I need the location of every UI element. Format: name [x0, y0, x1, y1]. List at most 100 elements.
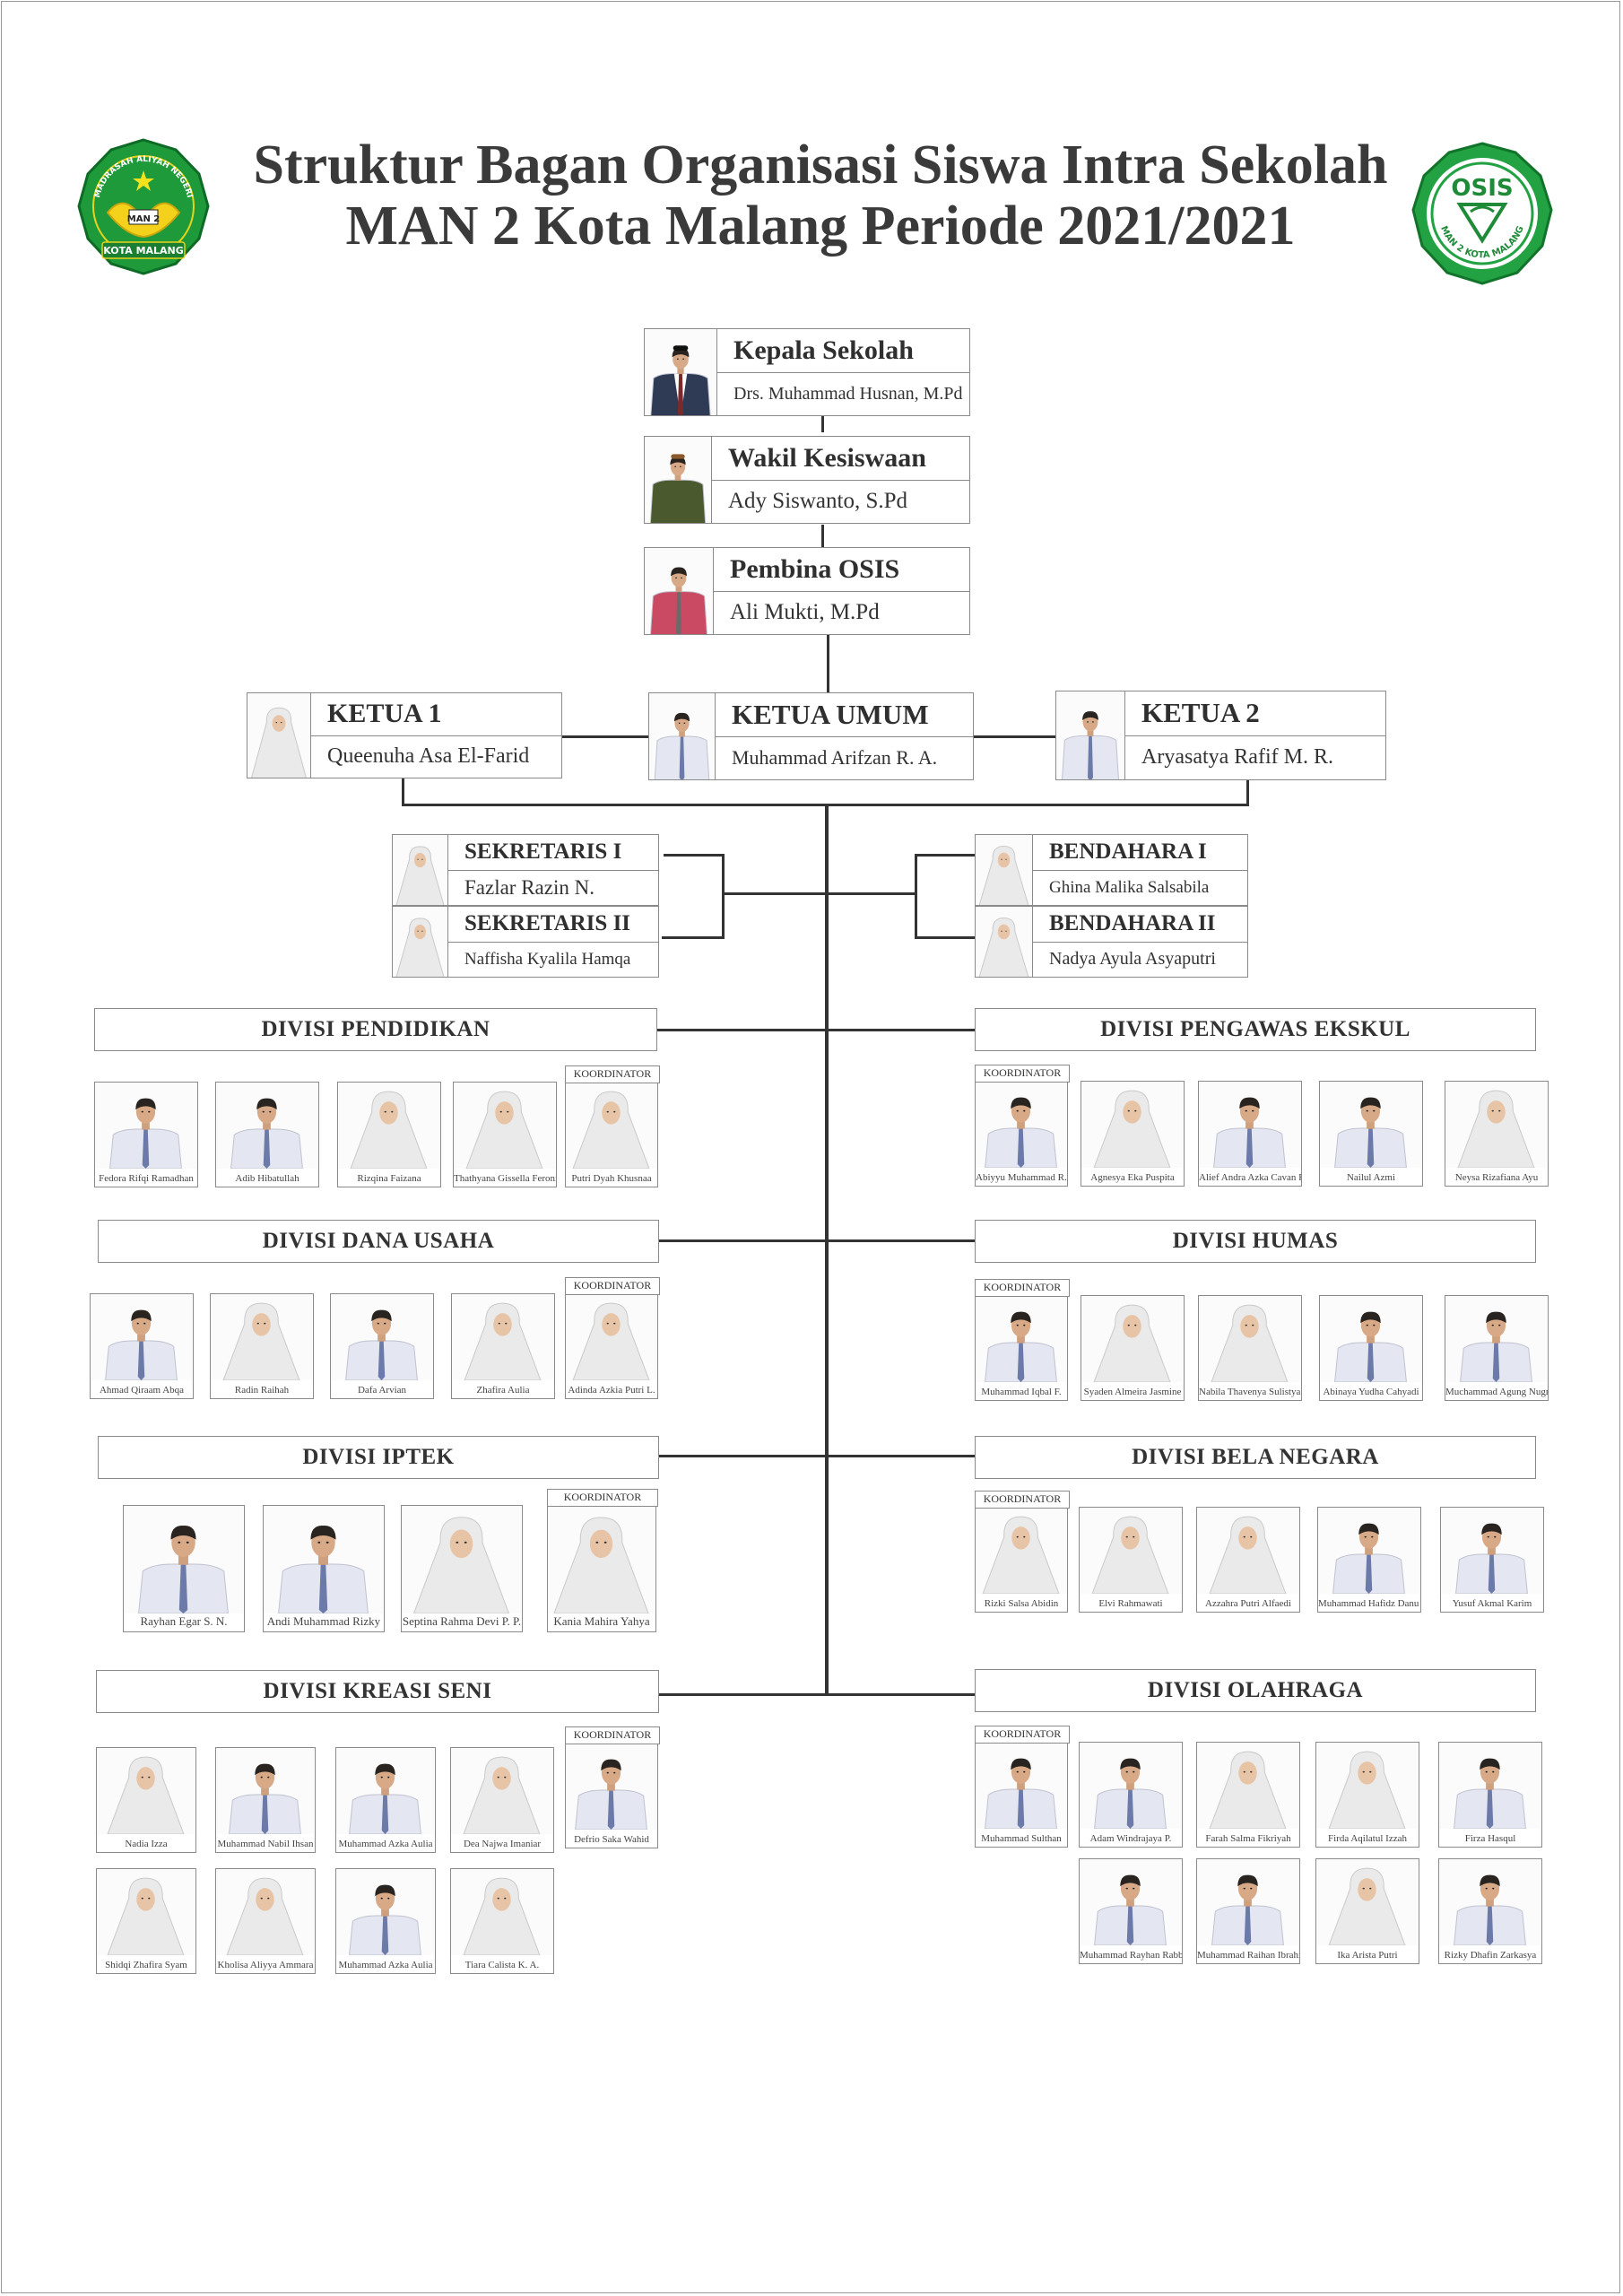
member-name: Ahmad Qiraam Abqa [99, 1385, 185, 1396]
member-name: Kholisa Aliyya Ammara [217, 1960, 314, 1970]
member-card: Muhammad Hafidz Danu A. [1317, 1507, 1421, 1613]
connector-line [659, 1693, 975, 1696]
leader-name: Fazlar Razin N. [464, 875, 595, 899]
member-card: Elvi Rahmawati [1079, 1507, 1183, 1613]
member-name: Rizki Salsa Abidin [984, 1598, 1059, 1609]
member-name: Rizqina Faizana [357, 1173, 421, 1184]
member-card: Fedora Rifqi Ramadhan [94, 1082, 198, 1187]
member-name: Fedora Rifqi Ramadhan [99, 1173, 194, 1184]
member-name: Muchammad Agung Nugroho [1445, 1387, 1548, 1397]
member-card: Radin Raihah [210, 1293, 314, 1399]
leader-name: Drs. Muhammad Husnan, M.Pd [733, 383, 963, 404]
leader-photo [247, 693, 311, 778]
member-card: Adam Windrajaya P. [1079, 1742, 1183, 1848]
svg-text:OSIS: OSIS [1451, 175, 1513, 202]
member-card: Tiara Calista K. A. [450, 1868, 554, 1974]
madrasah-logo-icon: MADRASAH ALIYAH NEGERI MAN 2 KOTA MALANG [72, 136, 215, 280]
leader-name: Naffisha Kyalila Hamqa [464, 949, 631, 969]
koordinator-badge: KOORDINATOR [975, 1065, 1070, 1083]
osis-logo-icon: OSIS MAN 2 KOTA MALANG [1406, 140, 1553, 285]
member-name: Dafa Arvian [357, 1385, 407, 1396]
member-name: Muhammad Azka Aulia [338, 1839, 433, 1849]
connector-line [821, 414, 824, 432]
member-name: Muhammad Iqbal F. [981, 1387, 1062, 1397]
member-name: Tiara Calista K. A. [464, 1960, 540, 1970]
member-card: Muhammad Rayhan Rabbani [1079, 1858, 1183, 1964]
member-card: Muhammad Iqbal F. [975, 1295, 1068, 1401]
leader-role: KETUA UMUM [716, 693, 973, 737]
svg-text:MAN 2: MAN 2 [127, 214, 161, 224]
leader-photo [645, 437, 712, 523]
member-card: Neysa Rizafiana Ayu [1445, 1081, 1549, 1187]
member-name: Firda Aqilatul Izzah [1328, 1833, 1407, 1844]
member-name: Muhammad Raihan Ibrahim [1197, 1950, 1299, 1961]
member-name: Ika Arista Putri [1337, 1950, 1398, 1961]
member-name: Andi Muhammad Rizky [266, 1614, 381, 1628]
member-card: Rizki Salsa Abidin [975, 1507, 1068, 1613]
leader-name: Queenuha Asa El-Farid [327, 744, 530, 769]
member-card: Kholisa Aliyya Ammara [215, 1868, 316, 1974]
member-name: Putri Dyah Khusnaa [571, 1173, 652, 1184]
member-card: Kania Mahira Yahya [547, 1505, 656, 1632]
member-name: Yusuf Akmal Karim [1452, 1598, 1532, 1609]
leader-box-ketua1: KETUA 1 Queenuha Asa El-Farid [247, 692, 562, 778]
member-name: Thathyana Gissella Feroni P. [454, 1173, 556, 1184]
leader-box-ketua2: KETUA 2 Aryasatya Rafif M. R. [1055, 691, 1386, 780]
member-name: Nailul Azmi [1346, 1172, 1396, 1183]
connector-line [915, 936, 977, 939]
leader-role: Pembina OSIS [714, 548, 969, 592]
member-card: Andi Muhammad Rizky [263, 1505, 385, 1632]
connector-line [659, 1239, 975, 1242]
leader-role: BENDAHARA II [1033, 907, 1247, 943]
leader-role: SEKRETARIS I [448, 835, 658, 871]
leader-role: BENDAHARA I [1033, 835, 1247, 871]
division-title-belanegara: DIVISI BELA NEGARA [975, 1436, 1536, 1479]
leader-photo [645, 548, 714, 634]
member-card: Muhammad Nabil Ihsan [215, 1747, 316, 1853]
division-title-danausaha: DIVISI DANA USAHA [98, 1220, 659, 1263]
member-card: Muhammad Azka Aulia [335, 1868, 436, 1974]
member-name: Defrio Saka Wahid [574, 1834, 649, 1845]
member-card: Agnesya Eka Puspita [1081, 1081, 1185, 1187]
member-card: Ahmad Qiraam Abqa [90, 1293, 194, 1399]
koordinator-badge: KOORDINATOR [975, 1726, 1070, 1744]
member-card: Firza Hasqul [1438, 1742, 1542, 1848]
leader-photo [1056, 691, 1125, 779]
leader-photo [645, 329, 717, 415]
member-card: Shidqi Zhafira Syam [96, 1868, 196, 1974]
member-card: Abiyyu Muhammad R.W. [975, 1081, 1068, 1187]
leader-box-ben1: BENDAHARA I Ghina Malika Salsabila [975, 834, 1248, 906]
member-name: Dea Najwa Imaniar [463, 1839, 542, 1849]
connector-line [402, 777, 404, 805]
koordinator-badge: KOORDINATOR [975, 1491, 1070, 1509]
member-name: Agnesya Eka Puspita [1090, 1172, 1175, 1183]
connector-line [657, 1029, 975, 1031]
leader-name: Muhammad Arifzan R. A. [732, 746, 938, 770]
division-title-humas: DIVISI HUMAS [975, 1220, 1536, 1263]
member-name: Firza Hasqul [1464, 1833, 1516, 1844]
leader-name: Nadya Ayula Asyaputri [1049, 949, 1216, 970]
leader-role: KETUA 1 [311, 693, 561, 736]
member-card: Muchammad Agung Nugroho [1445, 1295, 1549, 1401]
connector-line [821, 525, 824, 548]
member-card: Rayhan Egar S. N. [123, 1505, 245, 1632]
member-name: Neysa Rizafiana Ayu [1454, 1172, 1539, 1183]
member-card: Zhafira Aulia [451, 1293, 555, 1399]
connector-line [722, 892, 916, 895]
connector-line [562, 735, 648, 738]
member-name: Muhammad Sulthan [981, 1833, 1062, 1844]
connector-line [664, 854, 725, 857]
member-name: Adam Windrajaya P. [1089, 1833, 1172, 1844]
member-name: Radin Raihah [234, 1385, 290, 1396]
division-title-olahraga: DIVISI OLAHRAGA [975, 1669, 1536, 1712]
member-card: Putri Dyah Khusnaa [565, 1082, 658, 1187]
member-name: Adib Hibatullah [235, 1173, 299, 1184]
leader-name: Ali Mukti, M.Pd [730, 600, 880, 625]
leader-box-ben2: BENDAHARA II Nadya Ayula Asyaputri [975, 906, 1248, 978]
member-name: Muhammad Nabil Ihsan [217, 1839, 314, 1849]
member-card: Azzahra Putri Alfaedi [1196, 1507, 1300, 1613]
member-card: Muhammad Azka Aulia [335, 1747, 436, 1853]
member-name: Muhammad Azka Aulia [338, 1960, 433, 1970]
poster-title: Struktur Bagan Organisasi Siswa Intra Se… [224, 135, 1417, 257]
member-card: Adinda Azkia Putri L. [565, 1293, 658, 1399]
